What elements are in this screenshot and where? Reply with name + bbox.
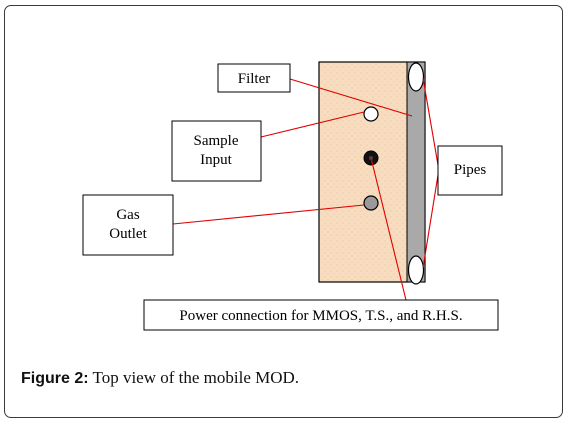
sample-input-port — [363, 106, 379, 122]
sample-input-label-box — [171, 120, 262, 182]
filter-label: Filter — [238, 71, 271, 87]
leader-pipes-top — [422, 77, 439, 166]
gas-outlet-label-box — [82, 194, 174, 256]
pipes-label-box — [437, 145, 503, 196]
filter-label-box — [217, 63, 291, 93]
pipe-end-top — [407, 62, 425, 92]
caption-text: Top view of the mobile MOD. — [88, 368, 300, 387]
figure-caption: Figure 2: Top view of the mobile MOD. — [21, 368, 299, 388]
sample-input-label-line1: Sample — [194, 133, 239, 149]
power-label: Power connection for MMOS, T.S., and R.H… — [179, 308, 462, 324]
leader-power — [370, 157, 407, 301]
leader-filter — [289, 78, 413, 117]
leader-gas-outlet — [172, 204, 365, 225]
gas-outlet-label-line2: Outlet — [109, 226, 147, 242]
leader-lines — [172, 77, 439, 301]
pipes-label: Pipes — [454, 162, 487, 178]
sample-input-label-line2: Input — [200, 152, 232, 168]
gas-outlet-port — [363, 195, 379, 211]
pipe-end-bottom — [407, 255, 425, 285]
leader-pipes-bottom — [422, 174, 439, 269]
leader-sample-input — [260, 111, 365, 138]
caption-label: Figure 2: — [21, 370, 89, 387]
gas-outlet-label-line1: Gas — [116, 207, 139, 223]
power-label-box — [143, 299, 499, 331]
filter-strip — [406, 61, 426, 283]
